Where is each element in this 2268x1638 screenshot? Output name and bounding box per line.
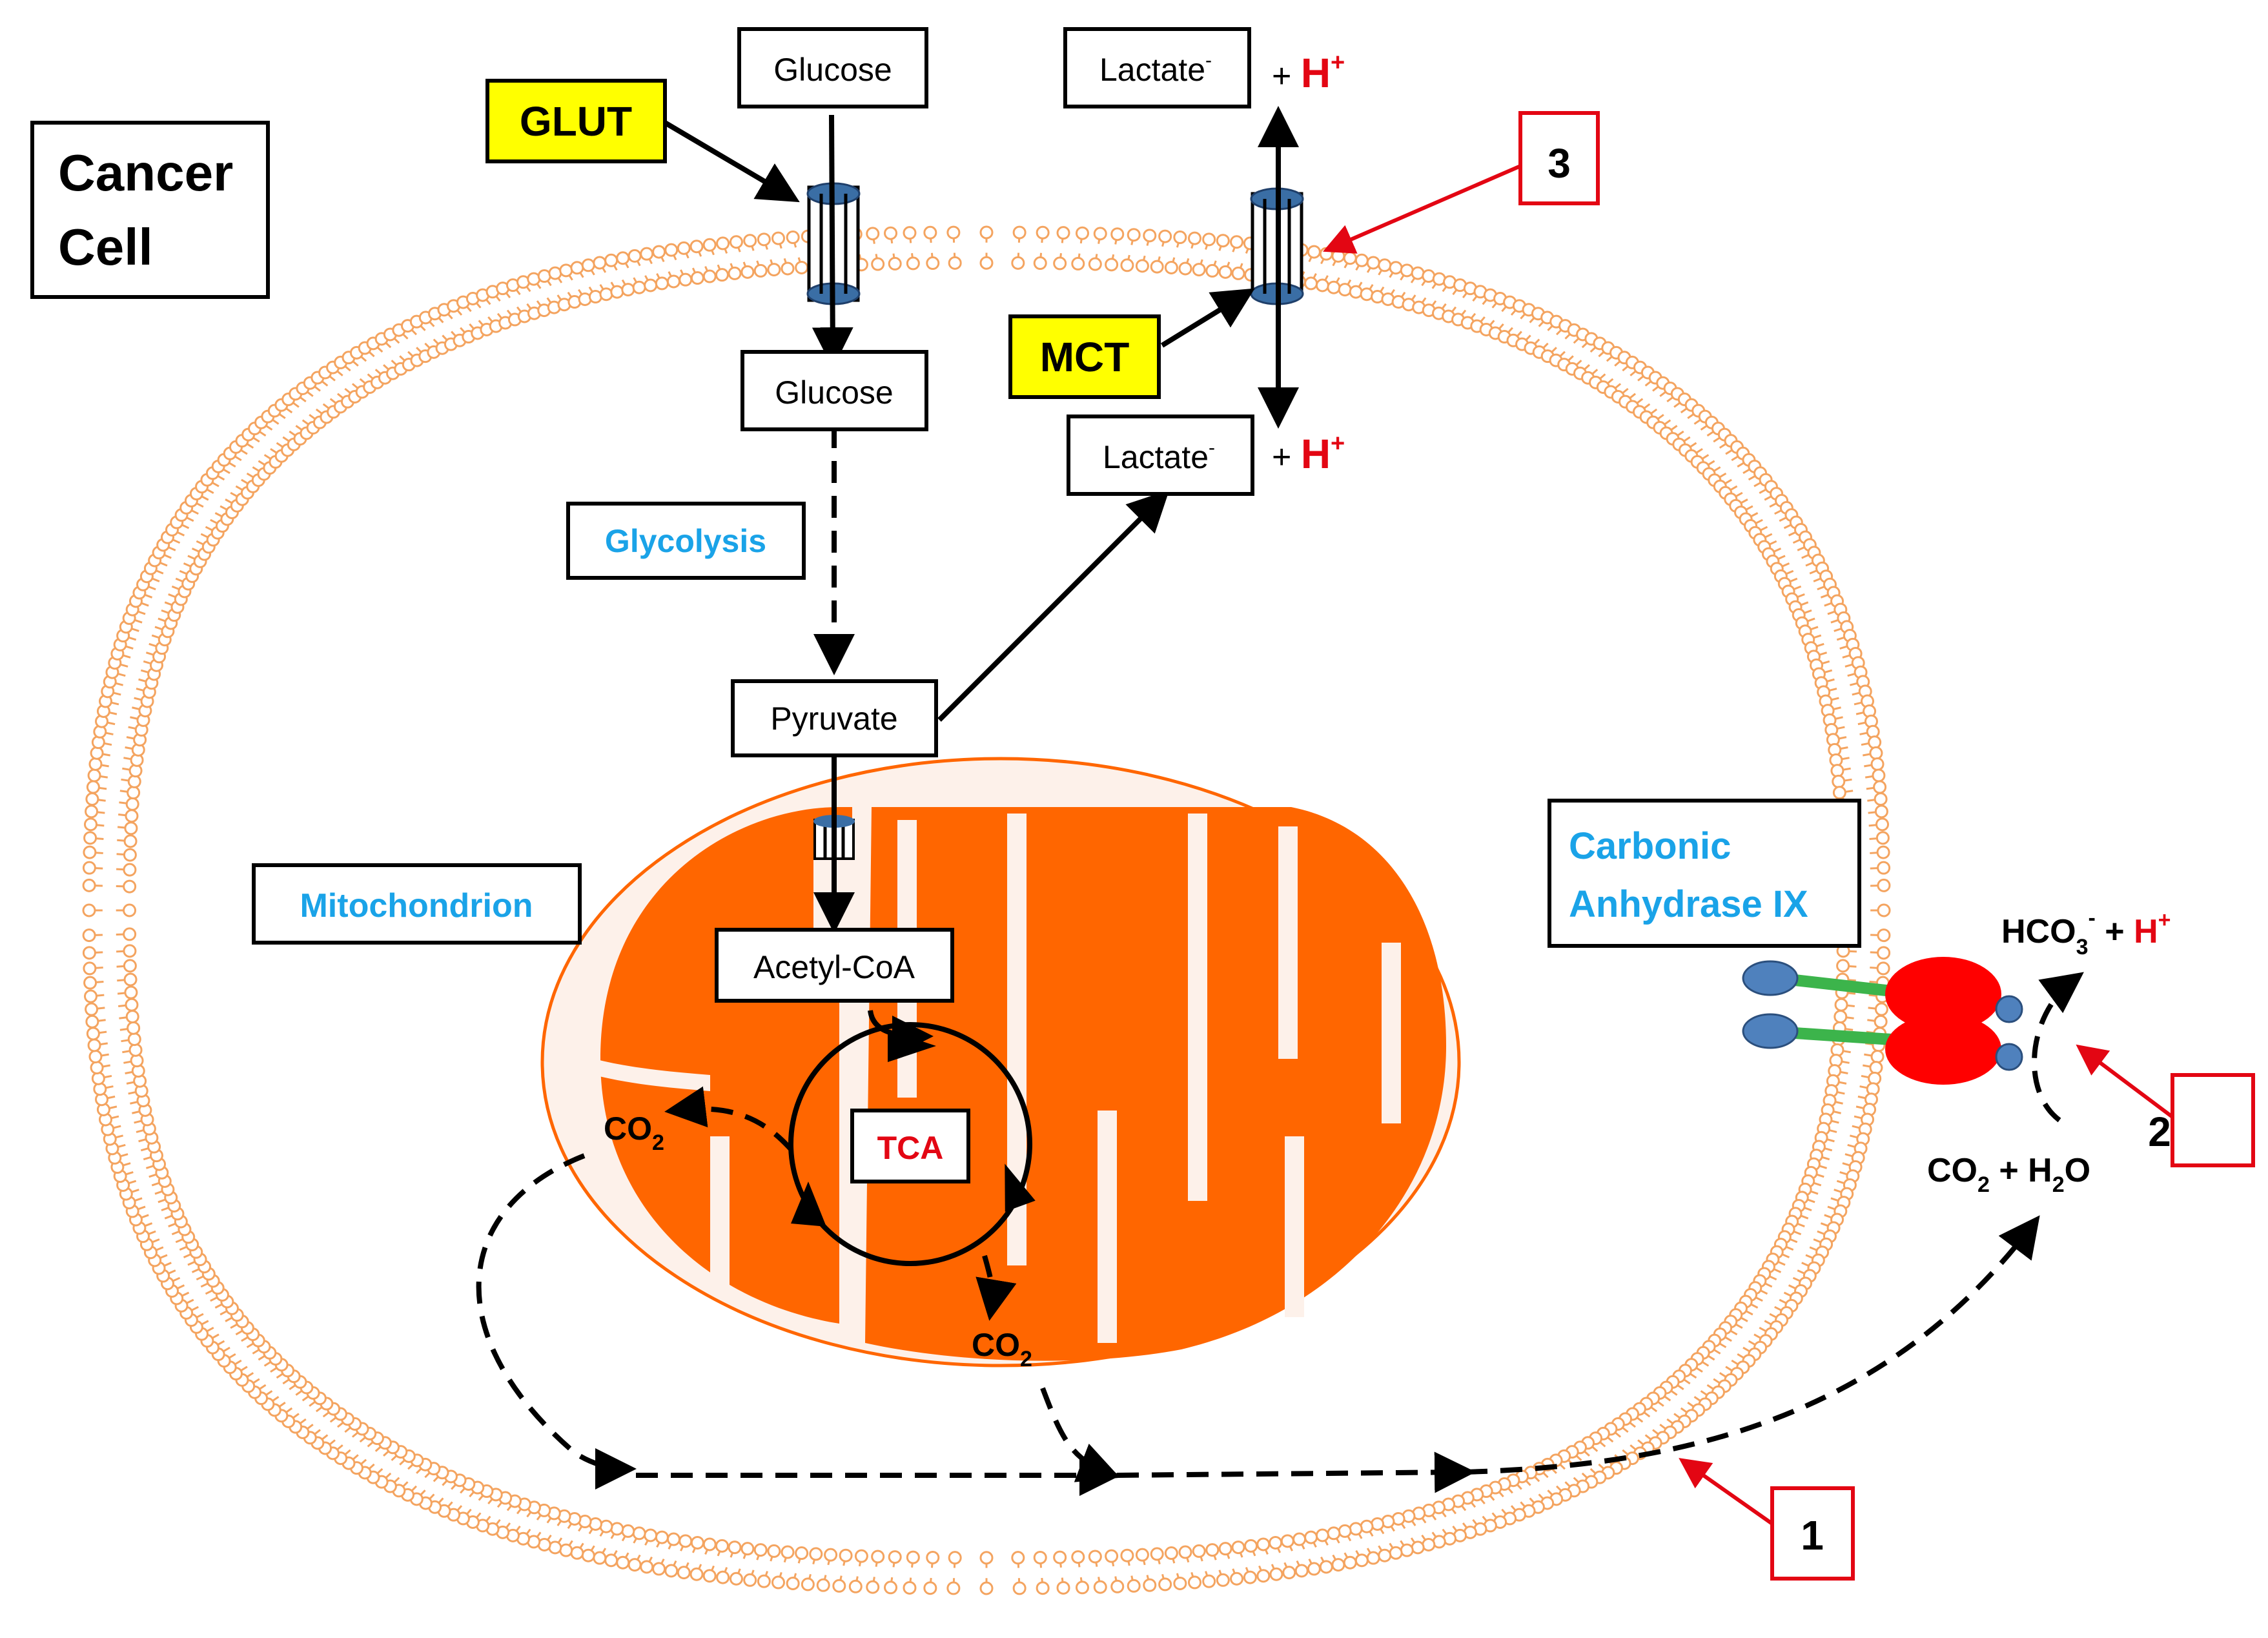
- callout-2-box: [2171, 1073, 2255, 1167]
- dashed-arrows: [476, 426, 2084, 1496]
- mct-pointer-arrow: [1160, 288, 1255, 348]
- lactate-inside-label: Lactate-: [1103, 437, 1215, 475]
- proton-outside-label: + H+: [1272, 49, 1345, 96]
- callout-arrows: [1322, 163, 2174, 1526]
- pyruvate-to-lactate-arrow: [937, 489, 1170, 722]
- glucose-inside-box: [741, 350, 928, 431]
- bicarbonate-label: HCO3- + H+: [2001, 906, 2171, 959]
- cancer-cell-title-line1: Cancer: [58, 144, 233, 201]
- acetyl-coa-label: Acetyl-CoA: [753, 949, 915, 985]
- tca-cycle: [788, 1022, 1036, 1266]
- mitochondrion-label-box: [252, 863, 582, 945]
- co2-left-label: CO2: [604, 1111, 664, 1155]
- tca-to-co2-arrow: [664, 1086, 793, 1151]
- proton-inside-label: + H+: [1272, 430, 1345, 477]
- glucose-outside-box: [737, 27, 928, 108]
- co2-lower-label: CO2: [972, 1327, 1032, 1371]
- callout-1-label: 1: [1801, 1512, 1824, 1559]
- co2-lower-loop-arrow: [1040, 1387, 1120, 1482]
- callout-1-arrow: [1679, 1458, 1773, 1526]
- carbonic-anhydrase-enzyme: [1742, 957, 2023, 1085]
- tca-label: TCA: [877, 1130, 944, 1166]
- co2-water-label: CO2 + H2O: [1927, 1152, 2090, 1197]
- glucose-import-arrow: [812, 114, 853, 369]
- lactate-outside-label: Lactate-: [1099, 50, 1212, 88]
- lactate-outside-box: [1063, 27, 1251, 108]
- carbonic-anhydrase-label-box: [1548, 799, 1861, 948]
- cancer-cell-box: [30, 121, 270, 299]
- callout-3-arrow: [1322, 163, 1525, 254]
- cancer-cell-title-line2: Cell: [58, 218, 153, 276]
- carbonic-anhydrase-label-line2: Anhydrase IX: [1569, 883, 1808, 925]
- tca-to-co2-lower-arrow: [976, 1254, 1017, 1321]
- co2-left-loop-arrow: [476, 1153, 637, 1490]
- lactate-inside-box: [1067, 415, 1254, 496]
- callout-2-arrow: [2076, 1044, 2174, 1119]
- glycolysis-label: Glycolysis: [605, 523, 766, 559]
- glut-label: GLUT: [520, 98, 632, 145]
- ca9-reaction-arrow: [2032, 972, 2084, 1123]
- mct-label: MCT: [1040, 334, 1130, 380]
- callout-2-label: 2: [2148, 1109, 2171, 1155]
- glycolysis-label-box: [566, 502, 806, 580]
- pyruvate-label: Pyruvate: [770, 701, 897, 737]
- glucose-outside-label: Glucose: [773, 52, 892, 88]
- carbonic-anhydrase-label-line1: Carbonic: [1569, 825, 1731, 867]
- callout-3-label: 3: [1548, 140, 1571, 187]
- glucose-inside-label: Glucose: [775, 374, 893, 411]
- callout-1-box: [1770, 1486, 1855, 1581]
- mitochondrion-label: Mitochondrion: [300, 887, 533, 925]
- mitochondrion: [540, 757, 1461, 1367]
- acetyl-coa-box: [715, 928, 954, 1003]
- glut-label-box: [485, 79, 667, 163]
- cell-membrane: [82, 225, 1891, 1595]
- co2-export-arrow: [1465, 1215, 2040, 1475]
- glut-pointer-arrow: [663, 120, 800, 203]
- pyruvate-box: [731, 679, 938, 757]
- mct-label-box: [1008, 314, 1161, 399]
- tca-box: [850, 1109, 970, 1183]
- callout-3-box: [1518, 111, 1600, 205]
